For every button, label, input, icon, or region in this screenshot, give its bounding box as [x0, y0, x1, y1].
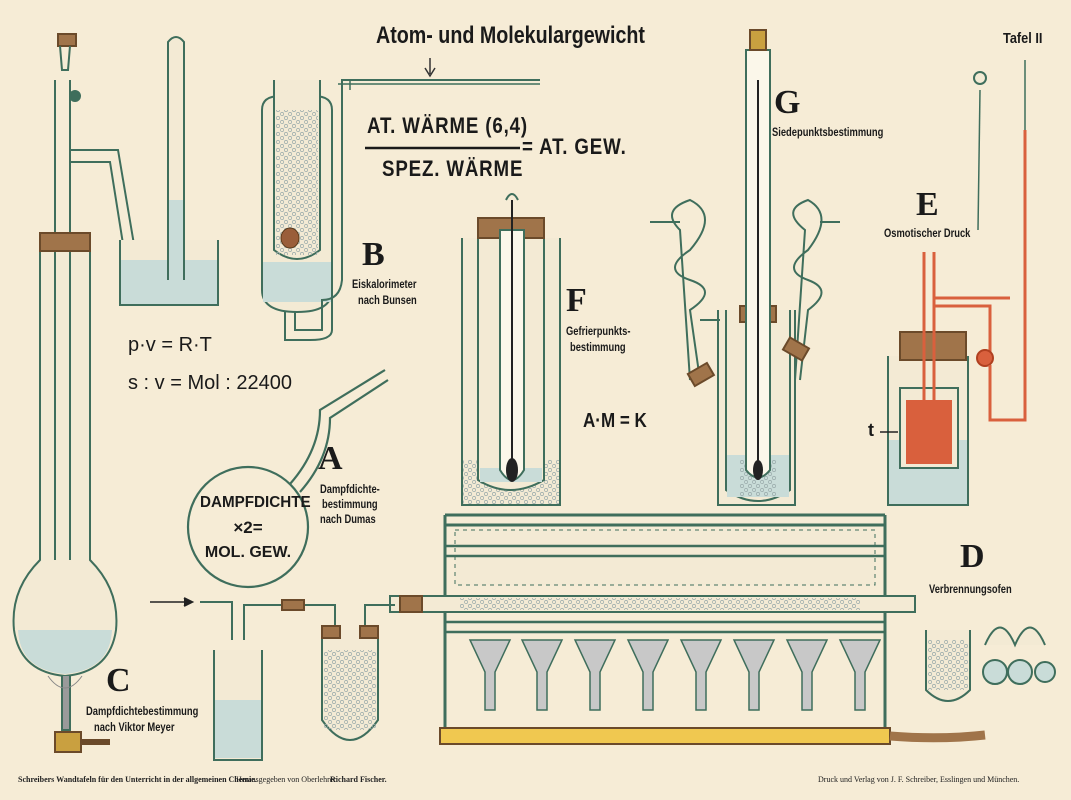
vapor-density-line-2: ×2= [233, 518, 263, 537]
apparatus-g-boiling-point [650, 29, 840, 506]
label-letter-d: D [960, 538, 985, 575]
label-letter-f: F [566, 282, 587, 319]
label-letter-c: C [106, 662, 131, 699]
formula-mol-volume: s : v = Mol : 22400 [128, 372, 292, 394]
label-c-line-1: Dampfdichtebestimmung [86, 704, 199, 718]
footer-publisher: Druck und Verlag von J. F. Schreiber, Es… [818, 775, 1020, 784]
label-e-t: t [868, 420, 874, 440]
label-a-line-2: bestimmung [322, 497, 378, 511]
label-e-line-1: Osmotischer Druck [884, 226, 971, 240]
label-letter-a: A [318, 440, 343, 477]
label-a-line-1: Dampfdichte- [320, 482, 380, 496]
plate-number: Tafel II [1003, 30, 1043, 47]
label-b-line-2: nach Bunsen [358, 293, 417, 307]
apparatus-c-viktor-meyer [12, 33, 219, 753]
footer-editor-prefix: Herausgegeben von Oberlehrer [236, 775, 336, 784]
label-letter-g: G [774, 84, 801, 121]
apparatus-f-freezing-point [461, 193, 561, 506]
vapor-density-line-1: DAMPFDICHTE [200, 494, 311, 511]
label-a-line-3: nach Dumas [320, 512, 376, 526]
apparatus-b-ice-calorimeter [261, 58, 540, 341]
formula-atomic-heat-denominator: SPEZ. WÄRME [382, 156, 524, 181]
footer-editor-name: Richard Fischer. [330, 775, 387, 784]
label-f-line-2: bestimmung [570, 340, 626, 354]
poster-title: Atom- und Molekulargewicht [376, 22, 645, 49]
label-c-line-2: nach Viktor Meyer [94, 720, 175, 734]
label-letter-b: B [362, 236, 385, 273]
formula-gas-law: p·v = R·T [128, 334, 212, 356]
label-b-line-1: Eiskalorimeter [352, 277, 417, 291]
label-g-line-1: Siedepunktsbestimmung [772, 125, 884, 139]
label-letter-e: E [916, 186, 939, 223]
footer-series: Schreibers Wandtafeln für den Unterricht… [18, 775, 257, 784]
apparatus-e-osmotic-pressure [880, 60, 1027, 506]
label-f-line-1: Gefrierpunkts- [566, 324, 631, 338]
formula-atomic-heat-numerator: AT. WÄRME (6,4) [367, 113, 528, 138]
drying-train [150, 597, 395, 761]
label-d-line-1: Verbrennungsofen [929, 582, 1012, 596]
vapor-density-line-3: MOL. GEW. [204, 544, 292, 561]
apparatus-a-dumas-bulb [186, 369, 389, 589]
formula-atomic-heat-result: = AT. GEW. [522, 134, 627, 159]
formula-amk: A·M = K [583, 410, 647, 432]
apparatus-d-combustion-furnace [389, 513, 1056, 745]
